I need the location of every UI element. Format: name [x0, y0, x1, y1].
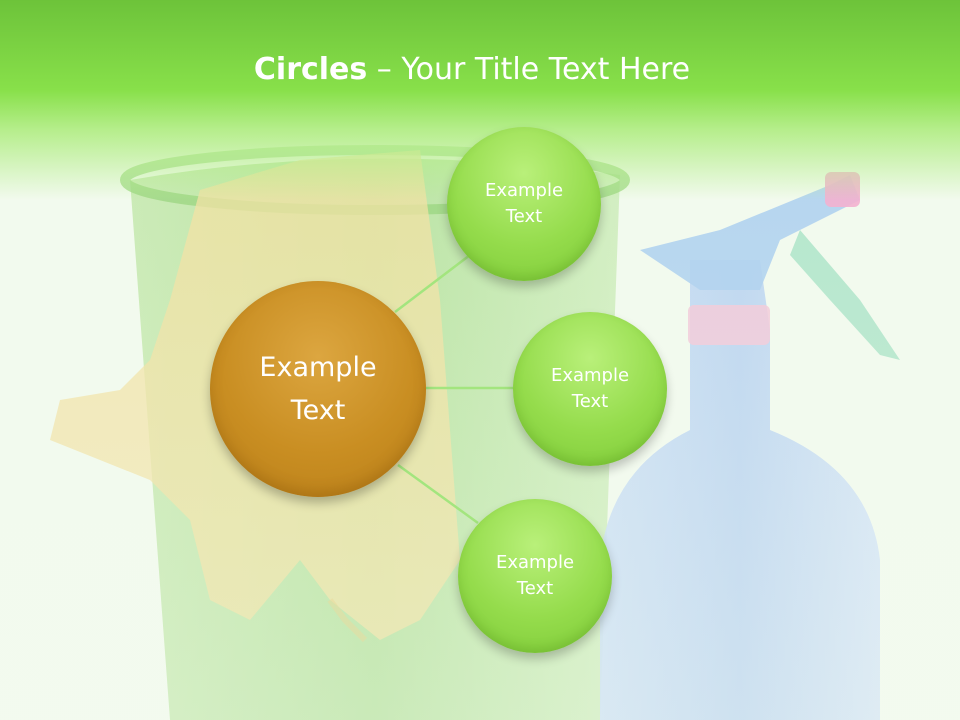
- connector-1: [394, 254, 471, 313]
- node-circle-1[interactable]: Example Text: [447, 127, 601, 281]
- slide-title: Circles – Your Title Text Here: [0, 52, 944, 87]
- center-circle-label: Example Text: [259, 351, 377, 426]
- node-circle-label: Example Text: [495, 551, 575, 599]
- node-circle-2[interactable]: Example Text: [513, 312, 667, 466]
- center-circle[interactable]: Example Text: [210, 281, 426, 497]
- node-circle-3[interactable]: Example Text: [458, 499, 612, 653]
- connector-3: [397, 463, 479, 525]
- title-separator: –: [367, 52, 402, 87]
- title-rest: Your Title Text Here: [401, 52, 691, 87]
- title-bold: Circles: [253, 52, 368, 87]
- node-circle-label: Example Text: [550, 364, 630, 412]
- node-circle-label: Example Text: [484, 179, 564, 227]
